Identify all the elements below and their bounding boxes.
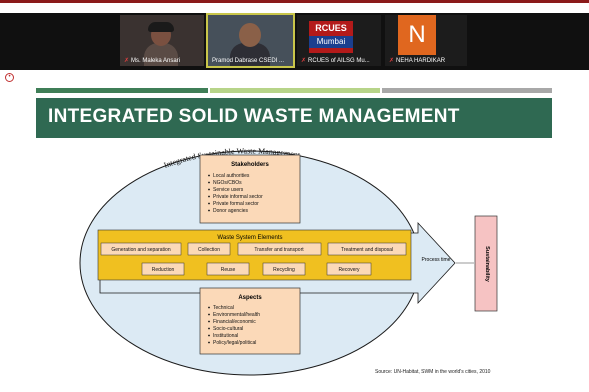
mic-muted-icon: ✗ — [301, 58, 307, 64]
element-label: Reduction — [152, 267, 175, 273]
slide-title-band: INTEGRATED SOLID WASTE MANAGEMENT — [36, 98, 552, 138]
element-box — [187, 242, 231, 256]
element-box — [327, 242, 407, 256]
stakeholder-item: Donor agencies — [213, 208, 249, 214]
element-label: Transfer and transport — [254, 247, 304, 253]
element-label: Reuse — [221, 267, 236, 273]
element-label: Generation and separation — [111, 247, 170, 253]
stakeholder-item: Service users — [213, 187, 244, 193]
element-box — [237, 242, 322, 256]
diagram-svg: Integrated Sustainable Waste Management … — [70, 138, 520, 383]
mic-muted-icon: ✗ — [124, 58, 130, 64]
stakeholder-item: Local authorities — [213, 173, 250, 179]
element-label: Recycling — [273, 267, 295, 273]
participant-strip-bg — [0, 13, 589, 70]
participant-strip — [0, 3, 589, 70]
element-box — [262, 262, 306, 276]
participant-tile-1[interactable]: ✗Ms. Maleka Ansari — [120, 15, 204, 66]
source-caption: Source: UN-Habitat, SWM in the world's c… — [375, 369, 491, 375]
process-label: Process time — [422, 257, 451, 263]
element-label: Treatment and disposal — [341, 247, 393, 253]
waste-system-title: Waste System Elements — [217, 235, 282, 241]
logo-text-bottom: Mumbai — [309, 36, 353, 48]
header-bar-1 — [36, 88, 208, 93]
element-box — [100, 242, 182, 256]
stakeholders-box — [199, 154, 301, 224]
stakeholder-item: Private formal sector — [213, 201, 259, 207]
headset-icon — [148, 22, 174, 32]
aspect-item: Policy/legal/political — [213, 340, 256, 346]
participant-face — [239, 23, 261, 47]
slide-title: INTEGRATED SOLID WASTE MANAGEMENT — [48, 106, 460, 127]
participant-video — [144, 43, 178, 66]
aspect-item: Financial/economic — [213, 319, 256, 325]
participant-name: ✗Ms. Maleka Ansari — [124, 58, 181, 64]
element-box — [326, 262, 372, 276]
participant-name: ✗NEHA HARDIKAR — [389, 58, 446, 64]
mic-muted-icon: ✗ — [389, 58, 395, 64]
aspects-box — [199, 287, 301, 355]
stakeholder-item: Private informal sector — [213, 194, 263, 200]
stakeholders-title: Stakeholders — [231, 162, 269, 168]
sustainability-box — [474, 215, 498, 312]
aspect-item: Institutional — [213, 333, 238, 339]
participant-tile-4[interactable]: N ✗NEHA HARDIKAR — [385, 15, 467, 66]
recording-icon[interactable]: • — [5, 73, 14, 82]
element-label: Recovery — [338, 267, 360, 273]
participant-name: ✗RCUES of AILSG Mu... — [301, 58, 370, 64]
element-box — [206, 262, 250, 276]
logo-text-top: RCUES — [315, 23, 347, 33]
participant-name: Pramod Dabrase CSEDI ... — [212, 58, 285, 64]
stakeholder-item: NGOs/CBOs — [213, 180, 242, 186]
participant-video — [230, 43, 270, 66]
avatar: N — [398, 15, 436, 55]
participant-tile-3[interactable]: RCUES Mumbai ✗RCUES of AILSG Mu... — [297, 15, 381, 66]
aspect-item: Technical — [213, 305, 234, 311]
top-accent-line — [0, 0, 589, 3]
waste-diagram: Integrated Sustainable Waste Management … — [70, 138, 520, 383]
rcues-logo: RCUES Mumbai — [309, 21, 353, 53]
aspect-item: Socio-cultural — [213, 326, 243, 332]
header-bar-2 — [210, 88, 380, 93]
aspects-title: Aspects — [238, 295, 262, 301]
participant-tile-2[interactable]: Pramod Dabrase CSEDI ... — [206, 13, 295, 68]
element-box — [141, 262, 185, 276]
aspect-item: Environmental/health — [213, 312, 260, 318]
element-label: Collection — [198, 247, 220, 253]
sustainability-label: Sustainability — [484, 246, 490, 283]
header-bar-3 — [382, 88, 552, 93]
